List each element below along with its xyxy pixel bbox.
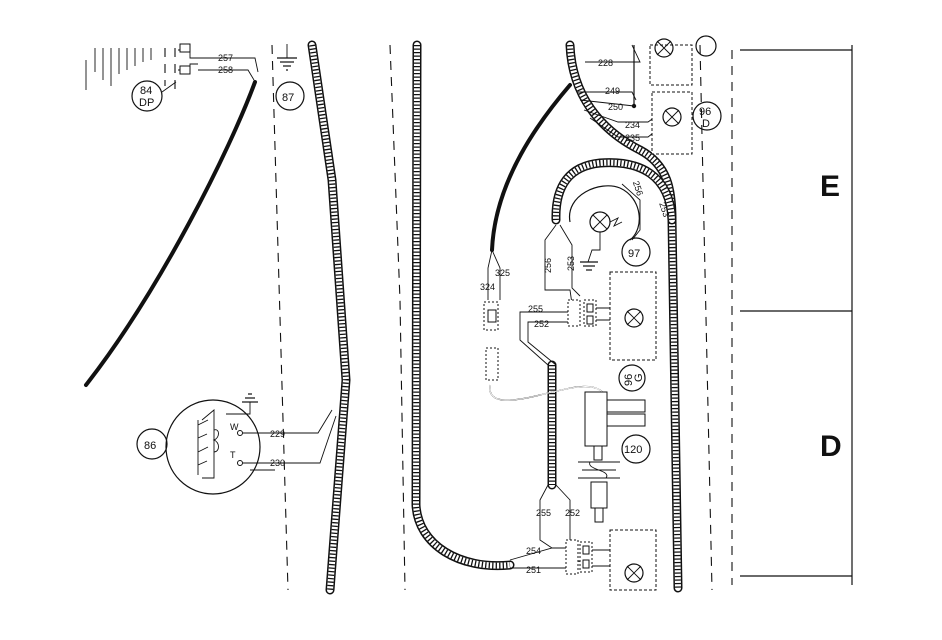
wire-label-228: 228 [598, 58, 613, 68]
wire-257: 257 [198, 53, 259, 73]
harness-branch-97 [551, 158, 677, 225]
wire-254: 254 [509, 546, 568, 561]
component-96-g: 96 G [618, 364, 646, 392]
lamp-box-top [649, 35, 717, 86]
component-96-d: 96 D [651, 91, 722, 155]
component-87: 87 [275, 44, 305, 111]
wire-label-234: 234 [625, 120, 640, 130]
component-label-86: 86 [144, 440, 156, 452]
zone-grid: E D [731, 45, 853, 585]
connector-block-upper [567, 271, 657, 361]
terminal-t: T [230, 450, 236, 460]
wire-label-255-upper: 255 [528, 304, 543, 314]
wire-label-325: 325 [495, 268, 510, 278]
component-label-97: 97 [628, 248, 640, 260]
wire-label-253-top: 253 [657, 201, 671, 218]
connector-lower-left [485, 347, 606, 401]
wire-label-254: 254 [526, 546, 541, 556]
wire-label-229: 229 [270, 429, 285, 439]
zone-label-e: E [820, 170, 840, 203]
wire-258: 258 [198, 65, 255, 81]
wire-label-257: 257 [218, 53, 233, 63]
component-sublabel-d: D [702, 118, 710, 130]
wire-251: 251 [510, 565, 568, 575]
zone-label-d: D [820, 430, 842, 463]
connector-324-325: 325 324 [480, 249, 510, 331]
wire-label-324: 324 [480, 282, 495, 292]
wire-229: 229 [243, 409, 333, 439]
top-right-wires: 228 249 250 234 235 [578, 44, 663, 143]
wire-label-256-top: 256 [631, 180, 645, 197]
component-86: 86 W T [136, 393, 261, 495]
component-97: 97 256 253 [569, 180, 671, 271]
component-label-120: 120 [624, 444, 642, 456]
component-label-84: 84 [140, 85, 152, 97]
wire-label-253-mid: 253 [566, 256, 576, 271]
component-120: 120 [578, 391, 651, 523]
harness-left [307, 40, 351, 595]
connector-block-lower [565, 529, 657, 591]
wires-255-252-upper: 255 252 [519, 304, 572, 366]
wire-label-230: 230 [270, 458, 285, 468]
wire-label-255-lower: 255 [536, 508, 551, 518]
wire-label-258: 258 [218, 65, 233, 75]
component-sublabel-g: G [633, 373, 645, 382]
component-84-dp: 84 DP [131, 43, 198, 112]
component-label-87: 87 [282, 92, 294, 104]
wire-label-250: 250 [608, 102, 623, 112]
wire-230: 230 [243, 415, 337, 468]
wires-256-253-vertical: 256 253 [543, 224, 581, 305]
wire-label-235: 235 [625, 133, 640, 143]
component-label-96-g: 96 [623, 374, 635, 386]
wire-label-251: 251 [526, 565, 541, 575]
wire-label-256-mid: 256 [543, 258, 553, 273]
thick-cable-left [84, 80, 257, 387]
component-label-96: 96 [699, 106, 711, 118]
wire-label-252-upper: 252 [534, 319, 549, 329]
component-sublabel-dp: DP [139, 97, 154, 109]
thick-cable-center [490, 83, 572, 252]
hatched-area [85, 48, 152, 90]
wire-label-252-lower: 252 [565, 508, 580, 518]
wire-label-249: 249 [605, 86, 620, 96]
terminal-w: W [230, 422, 239, 432]
harness-u-loop [411, 40, 515, 571]
